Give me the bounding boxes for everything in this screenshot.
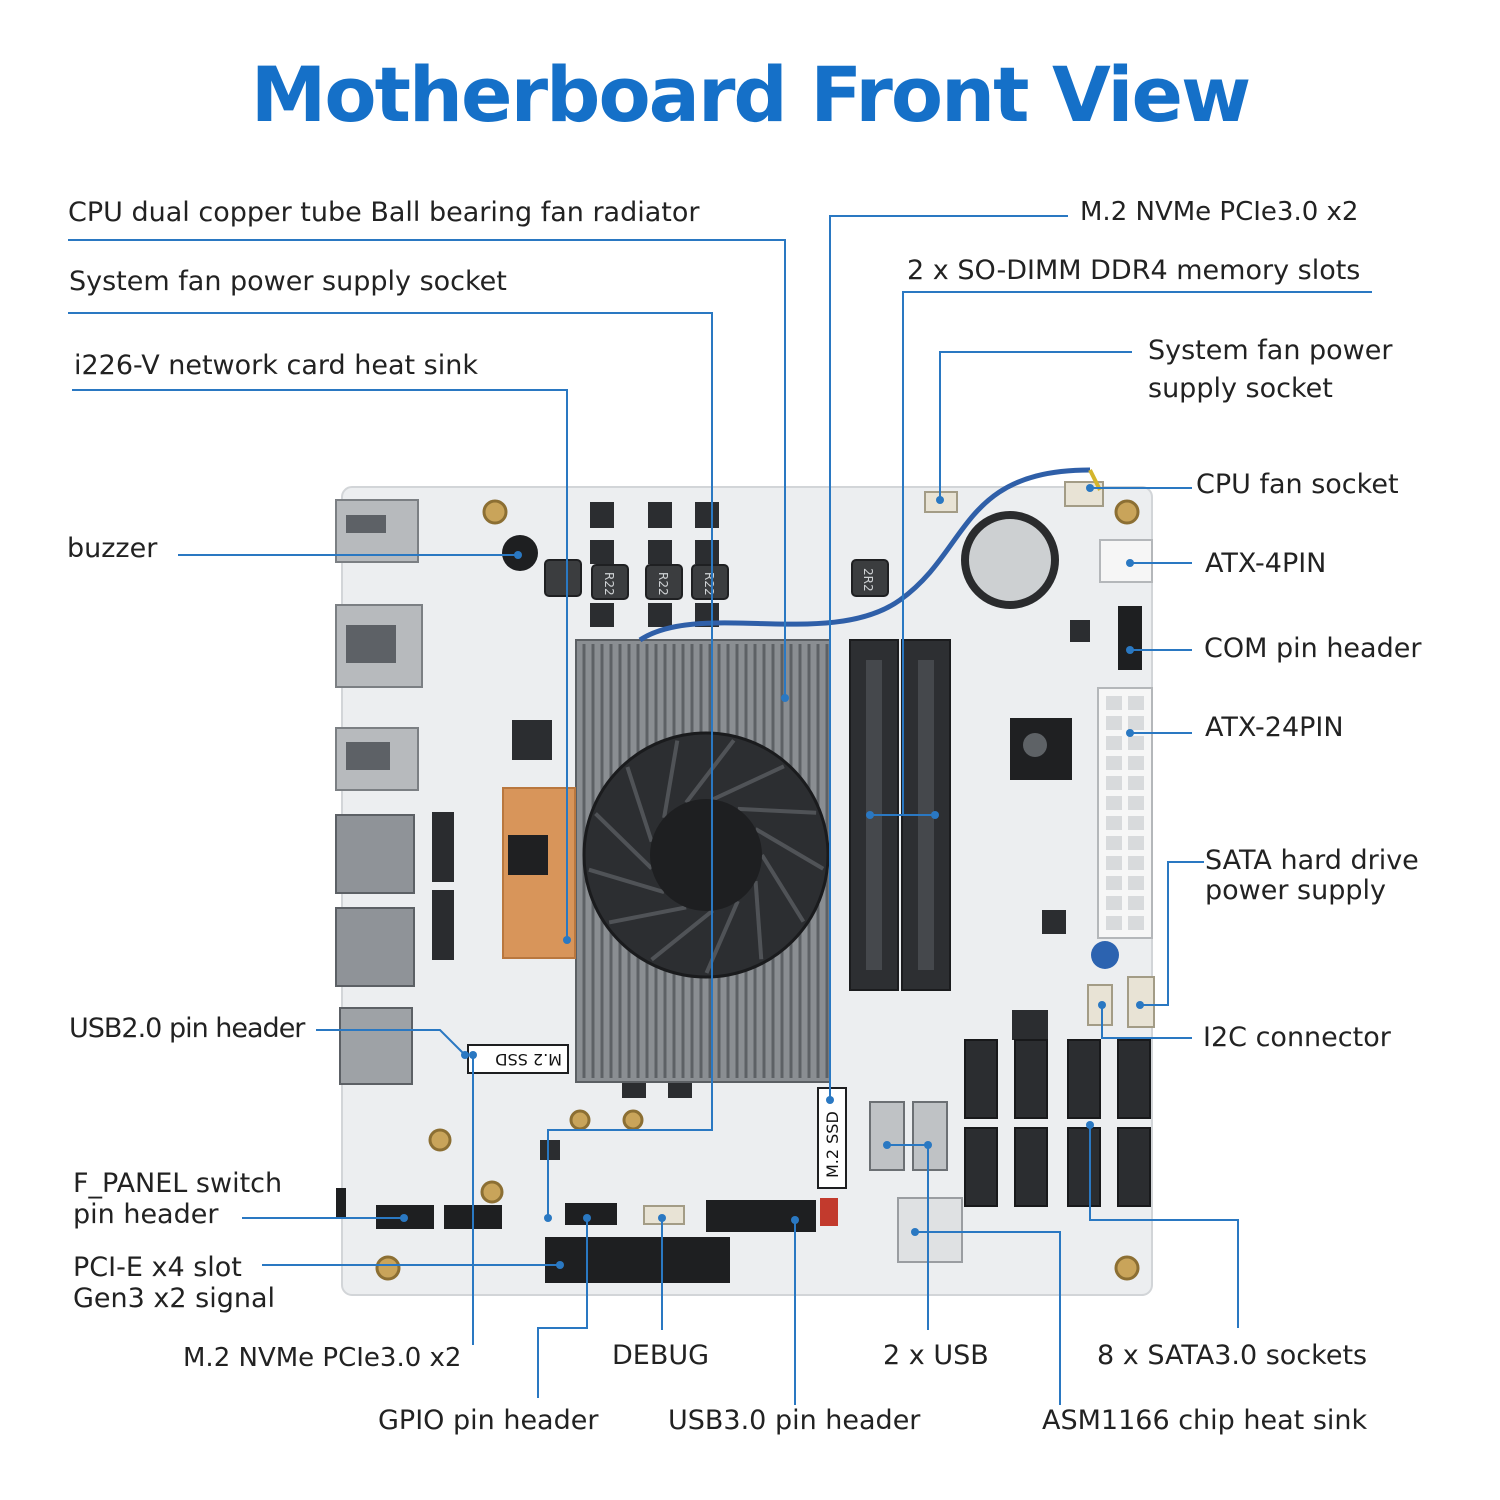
label-m2-nvme-bottom: M.2 NVMe PCIe3.0 x2	[183, 1343, 462, 1373]
inductor-marking-2: R22	[656, 572, 670, 596]
label-usb20-header: USB2.0 pin header	[69, 1013, 305, 1044]
label-i226v-heat-sink: i226-V network card heat sink	[74, 350, 478, 381]
label-cpu-fan-socket: CPU fan socket	[1196, 469, 1399, 500]
label-sata-power-line2: power supply	[1205, 875, 1386, 906]
atx4-connector	[1099, 539, 1153, 583]
label-2x-usb: 2 x USB	[883, 1340, 989, 1371]
fan-cable	[638, 467, 1091, 643]
label-8x-sata: 8 x SATA3.0 sockets	[1097, 1340, 1368, 1371]
label-system-fan-right-line1: System fan power	[1148, 335, 1393, 366]
label-i2c: I2C connector	[1203, 1022, 1391, 1053]
label-gpio-header: GPIO pin header	[378, 1405, 599, 1436]
m2-slot-top	[817, 1087, 847, 1189]
inductor-marking-4: 2R2	[861, 568, 875, 592]
label-system-fan-socket-left: System fan power supply socket	[69, 266, 507, 297]
com-header	[1118, 606, 1142, 670]
label-fpanel-line2: pin header	[73, 1199, 219, 1230]
label-asm1166: ASM1166 chip heat sink	[1042, 1405, 1368, 1436]
label-sodimm: 2 x SO-DIMM DDR4 memory slots	[907, 255, 1361, 286]
internal-usb-ports	[869, 1101, 948, 1171]
sata-ports	[964, 1039, 1151, 1207]
smd-components	[512, 502, 1090, 1160]
mounting-holes	[375, 499, 1140, 1281]
m2-print-right: M.2 SSD	[823, 1111, 842, 1178]
inductors	[544, 559, 889, 600]
pcie-slot	[545, 1237, 730, 1283]
label-usb30-header: USB3.0 pin header	[668, 1405, 921, 1436]
inductor-marking-1: R22	[602, 572, 616, 596]
label-com-header: COM pin header	[1204, 633, 1422, 664]
label-debug: DEBUG	[612, 1340, 710, 1371]
m2-slot-bottom	[467, 1044, 569, 1074]
label-atx4: ATX-4PIN	[1205, 548, 1327, 579]
label-pcie-line2: Gen3 x2 signal	[73, 1283, 276, 1314]
page-title: Motherboard Front View	[250, 50, 1251, 139]
label-system-fan-right-line2: supply socket	[1148, 373, 1333, 404]
label-sata-power-line1: SATA hard drive	[1205, 845, 1419, 876]
cmos-battery	[961, 511, 1059, 609]
m2-print-left: M.2 SSD	[495, 1050, 562, 1069]
label-pcie-line1: PCI-E x4 slot	[73, 1252, 242, 1283]
label-atx24: ATX-24PIN	[1205, 712, 1344, 743]
asm1166-heatsink-part	[897, 1197, 963, 1263]
label-fpanel-line1: F_PANEL switch	[73, 1168, 283, 1199]
label-m2-nvme-top: M.2 NVMe PCIe3.0 x2	[1080, 197, 1359, 227]
rear-io-ports	[335, 499, 423, 1085]
cpu-heatsink	[575, 639, 831, 1083]
label-cpu-radiator: CPU dual copper tube Ball bearing fan ra…	[68, 197, 700, 228]
label-buzzer: buzzer	[67, 533, 158, 564]
